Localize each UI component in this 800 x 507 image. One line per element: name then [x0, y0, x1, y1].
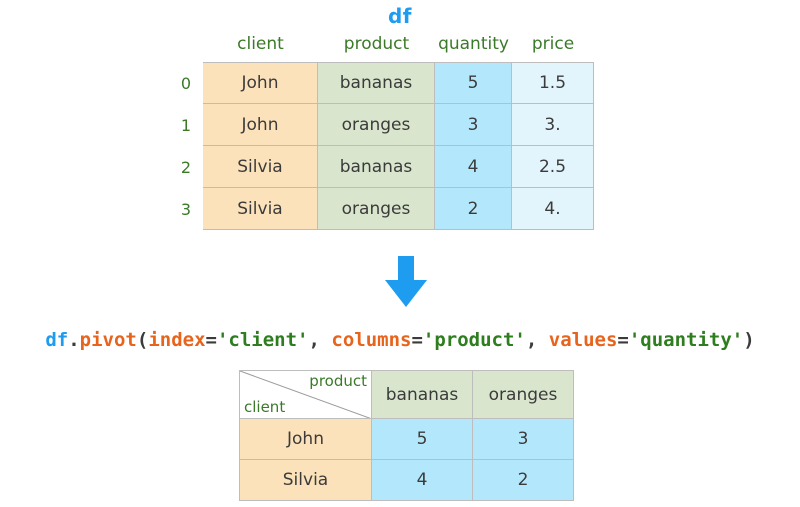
cell-price: 3.: [512, 104, 594, 146]
column-header-client: client: [237, 34, 284, 54]
cell-client: John: [203, 62, 318, 104]
row-index-label: 0: [180, 73, 192, 93]
table-row: 1 John oranges 3 3.: [169, 104, 594, 146]
code-expression: df.pivot(index='client', columns='produc…: [0, 329, 800, 351]
code-token-index-kw: index: [148, 329, 206, 351]
cell-product: oranges: [318, 104, 435, 146]
table-row: 0 John bananas 5 1.5: [169, 62, 594, 104]
cell-product: bananas: [318, 62, 435, 104]
cell-product: oranges: [318, 188, 435, 230]
code-token-rparen: ): [743, 329, 755, 351]
source-column-headers: client product quantity price: [169, 34, 594, 62]
cell-quantity: 3: [435, 104, 512, 146]
result-dataframe: product client bananas oranges John 5 3 …: [239, 370, 574, 501]
column-header-quantity: quantity: [438, 34, 509, 54]
cell-client: Silvia: [203, 188, 318, 230]
table-row: 2 Silvia bananas 4 2.5: [169, 146, 594, 188]
arrow-down-icon: [384, 256, 428, 308]
corner-columns-label: product: [309, 372, 367, 390]
table-row: Silvia 4 2: [239, 459, 574, 501]
code-token-comma2: ,: [525, 329, 549, 351]
source-table-body: 0 John bananas 5 1.5 1 John oranges 3 3.…: [169, 62, 594, 230]
row-index-label: 1: [180, 115, 192, 135]
result-cell-oranges: 2: [472, 459, 574, 501]
cell-quantity: 4: [435, 146, 512, 188]
cell-price: 2.5: [512, 146, 594, 188]
page-title: df: [387, 4, 413, 28]
result-row-index-john: John: [239, 418, 372, 460]
row-index-label: 2: [180, 157, 192, 177]
result-row-index-silvia: Silvia: [239, 459, 372, 501]
code-token-pivot: pivot: [79, 329, 137, 351]
code-token-eq1: =: [205, 329, 217, 351]
corner-index-label: client: [244, 398, 286, 416]
result-column-header-oranges: oranges: [472, 370, 574, 419]
cell-price: 4.: [512, 188, 594, 230]
code-token-client: 'client': [216, 329, 309, 351]
code-token-eq3: =: [617, 329, 629, 351]
code-token-dot: .: [68, 329, 80, 351]
result-cell-bananas: 4: [371, 459, 473, 501]
result-cell-oranges: 3: [472, 418, 574, 460]
code-token-columns-kw: columns: [331, 329, 412, 351]
table-row: John 5 3: [239, 418, 574, 460]
cell-product: bananas: [318, 146, 435, 188]
source-dataframe: client product quantity price 0 John ban…: [169, 34, 594, 230]
diagonal-divider-icon: [240, 371, 370, 418]
code-token-quantity: 'quantity': [628, 329, 744, 351]
result-column-header-bananas: bananas: [371, 370, 473, 419]
code-token-lparen: (: [136, 329, 149, 351]
code-token-values-kw: values: [548, 329, 618, 351]
cell-quantity: 5: [435, 62, 512, 104]
result-header-row: product client bananas oranges: [239, 370, 574, 419]
result-cell-bananas: 5: [371, 418, 473, 460]
table-row: 3 Silvia oranges 2 4.: [169, 188, 594, 230]
code-token-df: df: [45, 329, 69, 351]
code-token-product: 'product': [422, 329, 526, 351]
cell-quantity: 2: [435, 188, 512, 230]
cell-price: 1.5: [512, 62, 594, 104]
cell-client: Silvia: [203, 146, 318, 188]
code-token-comma1: ,: [308, 329, 332, 351]
code-token-eq2: =: [411, 329, 423, 351]
column-header-product: product: [343, 34, 410, 54]
cell-client: John: [203, 104, 318, 146]
column-header-price: price: [531, 34, 575, 54]
row-index-label: 3: [180, 199, 192, 219]
corner-header-cell: product client: [239, 370, 372, 419]
